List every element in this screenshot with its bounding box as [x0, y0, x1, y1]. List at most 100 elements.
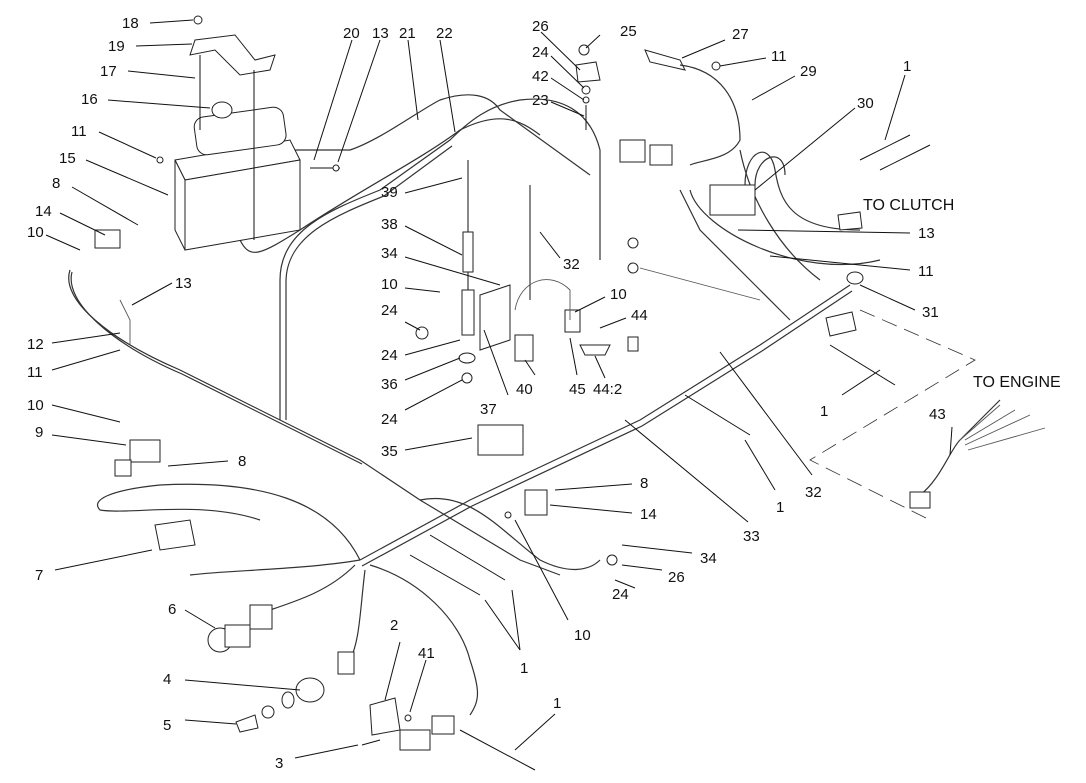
callout-43: 43: [929, 406, 946, 423]
callout-35: 35: [381, 443, 398, 460]
callout-42: 42: [532, 68, 549, 85]
callout-27: 27: [732, 26, 749, 43]
lug-26: [575, 61, 601, 83]
callout-30: 30: [857, 95, 874, 112]
switch-body-6: [224, 624, 251, 648]
washer-42: [582, 96, 590, 104]
fuse-block-35: [477, 424, 524, 456]
nut-11: [156, 156, 164, 164]
battery-front: [184, 159, 301, 251]
callout-33: 33: [743, 528, 760, 545]
callout-21: 21: [399, 25, 416, 42]
to-clutch-caption: TO CLUTCH: [863, 197, 954, 214]
connector-9: [129, 439, 161, 463]
battery-assembly: [156, 15, 340, 251]
callout-11-c: 11: [27, 364, 43, 381]
callout-29: 29: [800, 63, 817, 80]
callout-40: 40: [516, 381, 533, 398]
callout-13-b: 13: [175, 275, 192, 292]
callout-10-d: 10: [610, 286, 627, 303]
washer-5: [261, 705, 275, 719]
callout-11-a: 11: [71, 123, 87, 140]
to-engine-caption: TO ENGINE: [973, 374, 1061, 391]
callout-16: 16: [81, 91, 98, 108]
callout-15: 15: [59, 150, 76, 167]
callout-32-b: 32: [805, 484, 822, 501]
callout-6: 6: [168, 601, 176, 618]
engine-plug: [909, 491, 931, 509]
callout-45: 45: [569, 381, 586, 398]
clutch-connector: [837, 211, 863, 231]
callout-9: 9: [35, 424, 43, 441]
module-2: [369, 697, 401, 736]
callout-13-a: 13: [372, 25, 389, 42]
cable-ties: [409, 134, 931, 771]
screw-3: [361, 739, 381, 746]
callout-44: 44: [631, 307, 648, 324]
relay-40: [514, 334, 534, 362]
nut-4: [281, 691, 295, 709]
callout-38: 38: [381, 216, 398, 233]
callout-10-e: 10: [574, 627, 591, 644]
plug-9: [114, 459, 132, 477]
callout-17: 17: [100, 63, 117, 80]
callout-11-b: 11: [771, 48, 787, 65]
callout-39: 39: [381, 184, 398, 201]
connector-2: [431, 715, 455, 735]
engine-connector: [825, 311, 857, 337]
callout-34-a: 34: [381, 245, 398, 262]
callout-24-b: 24: [381, 302, 398, 319]
key-5: [235, 714, 259, 733]
callout-23: 23: [532, 92, 549, 109]
callout-26-b: 26: [668, 569, 685, 586]
callout-13-c: 13: [918, 225, 935, 242]
clamp-26: [606, 554, 618, 566]
fuse-holder-14b: [524, 489, 548, 516]
callouts: 18 19 17 16 11 15 8 14 10 20 13 21 22 26…: [27, 15, 953, 772]
callout-4: 4: [163, 671, 171, 688]
callout-31: 31: [922, 304, 939, 321]
diode-45: [564, 309, 581, 333]
callout-5: 5: [163, 717, 171, 734]
callout-3: 3: [275, 755, 283, 772]
terminal-44: [627, 336, 639, 352]
callout-2: 2: [390, 617, 398, 634]
callout-8-a: 8: [52, 175, 60, 192]
callout-8-b: 8: [238, 453, 246, 470]
nut-24: [461, 372, 473, 384]
callout-36: 36: [381, 376, 398, 393]
engine-harness-43: [809, 309, 1046, 521]
callout-10-c: 10: [27, 397, 44, 414]
callout-22: 22: [436, 25, 453, 42]
grommet-31: [846, 271, 864, 285]
callout-7: 7: [35, 567, 43, 584]
callout-1-b: 1: [820, 403, 828, 420]
connector-4: [337, 651, 355, 675]
callout-10-b: 10: [381, 276, 398, 293]
callout-24-a: 24: [532, 44, 549, 61]
screw-41: [404, 714, 412, 722]
cable-assembly: [575, 44, 864, 337]
callout-1-a: 1: [903, 58, 911, 75]
washer-36: [458, 352, 476, 364]
callout-10-a: 10: [27, 224, 44, 241]
callout-14-a: 14: [35, 203, 52, 220]
callout-26-a: 26: [532, 18, 549, 35]
callout-32-a: 32: [563, 256, 580, 273]
callout-18: 18: [122, 15, 139, 32]
wing-nut-18: [193, 15, 203, 25]
callout-14-b: 14: [640, 506, 657, 523]
callout-24-d: 24: [381, 411, 398, 428]
battery-cover: [193, 106, 287, 156]
fuse-holder-14: [94, 229, 121, 249]
nut-11-top: [711, 61, 721, 71]
lower-components: [94, 229, 618, 751]
boot-27: [644, 49, 686, 71]
callout-11-d: 11: [918, 263, 934, 280]
callout-24-e: 24: [612, 586, 629, 603]
relay-bracket-assembly: [415, 160, 639, 456]
callout-8-c: 8: [640, 475, 648, 492]
spacer: [461, 289, 475, 336]
callout-1-c: 1: [776, 499, 784, 516]
